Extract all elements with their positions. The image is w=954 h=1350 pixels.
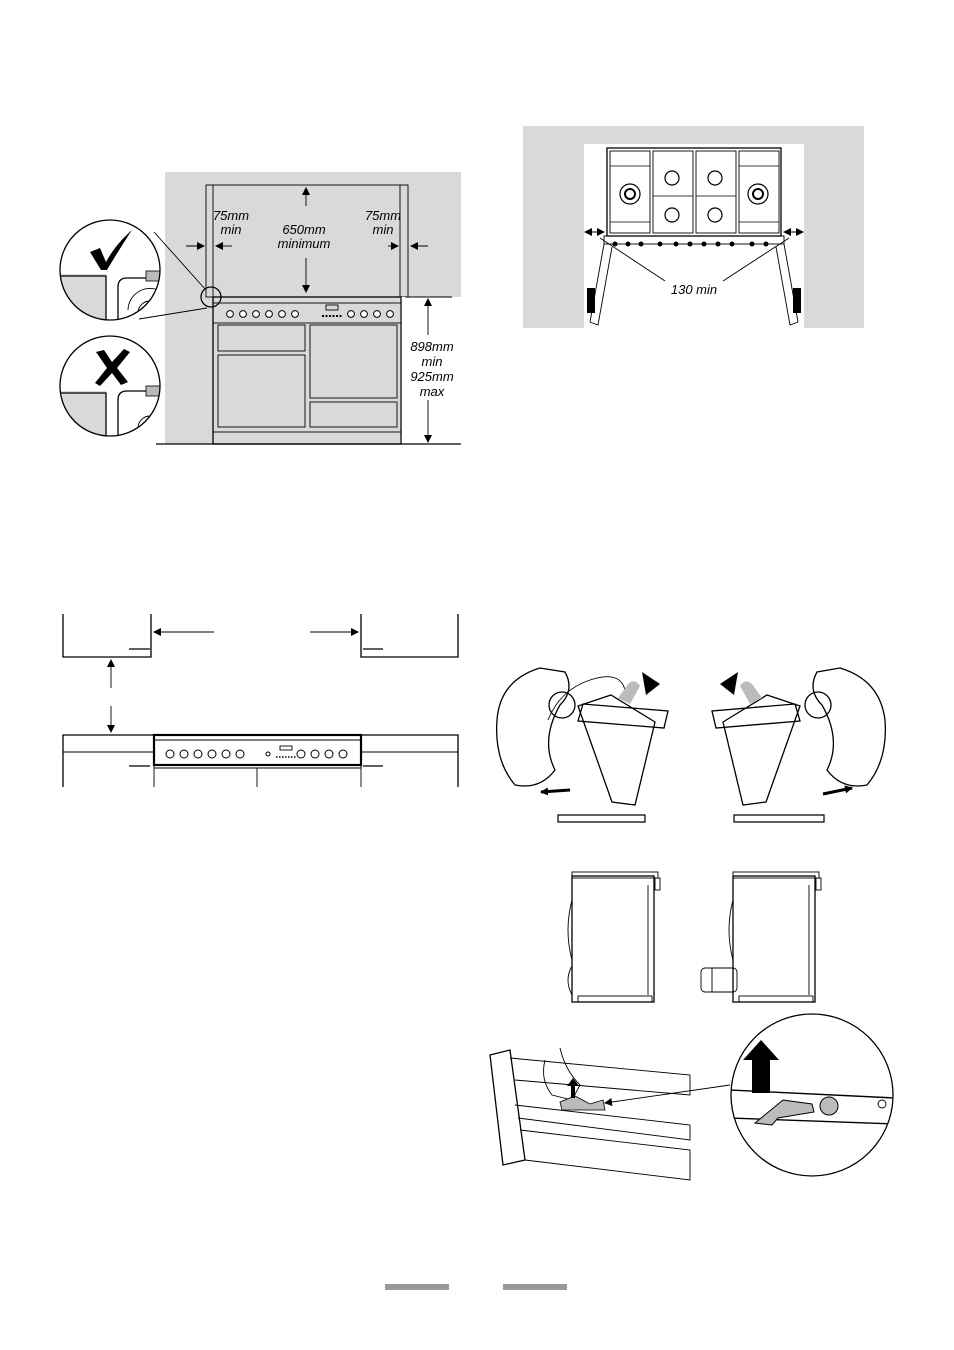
worktop-alignment-diagram [63, 614, 458, 787]
page-marker-left [385, 1284, 449, 1290]
drawer-release-detail [490, 1014, 895, 1180]
hob-top-view: 130 min [523, 126, 864, 328]
page-marker-right [503, 1284, 567, 1290]
label-side-gap: 130 min [671, 282, 717, 297]
cooker-side-view-closed [568, 872, 660, 1002]
tilt-cooker-left [497, 668, 668, 822]
detail-incorrect-fit [55, 336, 170, 451]
tilt-cooker-right [712, 668, 885, 822]
cooker-side-view-drawer-open [701, 872, 821, 1002]
